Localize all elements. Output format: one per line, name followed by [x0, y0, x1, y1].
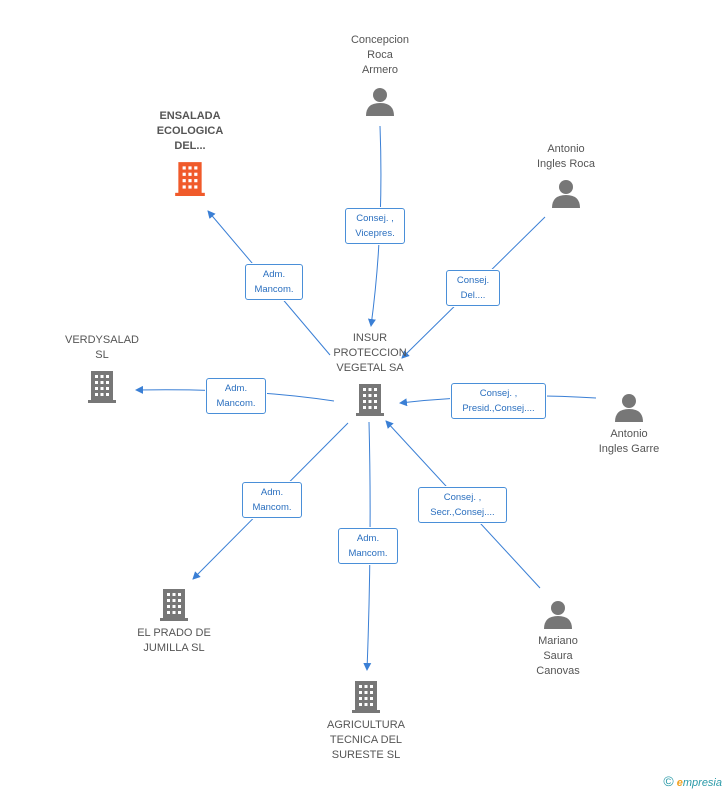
- brand-e: e: [676, 777, 683, 789]
- node-mariano[interactable]: Mariano Saura Canovas: [508, 599, 608, 679]
- rel-antonio-garre[interactable]: Consej. , Presid.,Consej....: [451, 383, 546, 419]
- brand-text: mpresia: [682, 777, 722, 789]
- node-verdysalad[interactable]: VERDYSALAD SL: [52, 333, 152, 408]
- node-concepcion[interactable]: Concepcion Roca Armero: [330, 33, 430, 121]
- node-ensalada-label: ENSALADA ECOLOGICA DEL...: [156, 110, 224, 152]
- rel-mariano[interactable]: Consej. , Secr.,Consej....: [418, 487, 507, 523]
- node-el-prado[interactable]: EL PRADO DE JUMILLA SL: [124, 587, 224, 656]
- node-agricultura[interactable]: AGRICULTURA TECNICA DEL SURESTE SL: [316, 679, 416, 763]
- copyright-icon: ©: [663, 773, 674, 789]
- building-icon: [356, 384, 384, 416]
- person-icon: [544, 601, 572, 629]
- rel-verdysalad[interactable]: Adm. Mancom.: [206, 378, 266, 414]
- rel-el-prado[interactable]: Adm. Mancom.: [242, 482, 302, 518]
- node-agricultura-label: AGRICULTURA TECNICA DEL SURESTE SL: [326, 719, 406, 761]
- rel-antonio-roca[interactable]: Consej. Del....: [446, 270, 500, 306]
- node-mariano-label: Mariano Saura Canovas: [536, 635, 580, 677]
- node-antonio-ingles-roca-label: Antonio Ingles Roca: [536, 143, 596, 170]
- center-node-label: INSUR PROTECCION VEGETAL SA: [333, 332, 407, 374]
- node-concepcion-label: Concepcion Roca Armero: [350, 34, 410, 76]
- node-antonio-ingles-roca[interactable]: Antonio Ingles Roca: [516, 142, 616, 213]
- center-node[interactable]: INSUR PROTECCION VEGETAL SA: [320, 331, 420, 421]
- node-verdysalad-label: VERDYSALAD SL: [65, 334, 139, 361]
- node-el-prado-label: EL PRADO DE JUMILLA SL: [137, 627, 211, 654]
- building-icon: [352, 681, 380, 713]
- person-icon: [615, 394, 643, 422]
- building-icon: [88, 371, 116, 403]
- building-icon: [160, 589, 188, 621]
- building-icon: [175, 162, 205, 196]
- node-antonio-ingles-garre-label: Antonio Ingles Garre: [598, 428, 660, 455]
- node-antonio-ingles-garre[interactable]: Antonio Ingles Garre: [579, 392, 679, 457]
- rel-ensalada[interactable]: Adm. Mancom.: [245, 264, 303, 300]
- node-ensalada[interactable]: ENSALADA ECOLOGICA DEL...: [138, 109, 242, 201]
- rel-concepcion[interactable]: Consej. , Vicepres.: [345, 208, 405, 244]
- person-icon: [366, 88, 394, 116]
- person-icon: [552, 180, 580, 208]
- rel-agricultura[interactable]: Adm. Mancom.: [338, 528, 398, 564]
- empresia-logo: © empresia: [663, 773, 722, 789]
